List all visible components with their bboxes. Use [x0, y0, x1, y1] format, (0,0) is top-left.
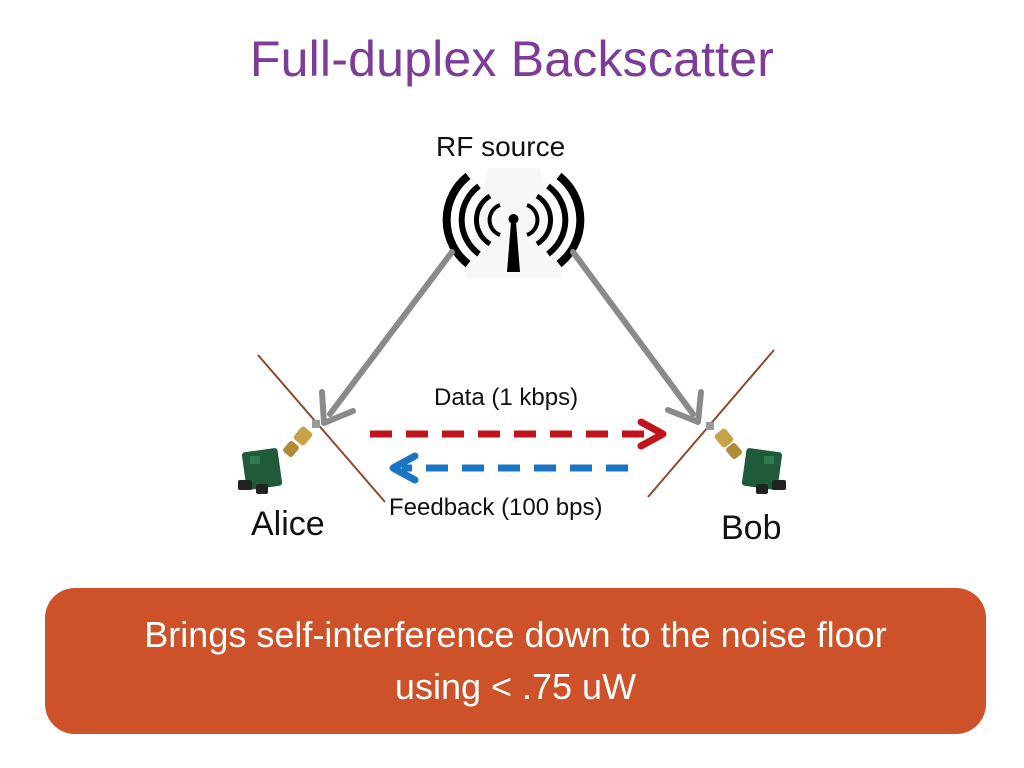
summary-text: Brings self-interference down to the noi…: [124, 609, 906, 713]
summary-line-2: using < .75 uW: [394, 666, 637, 707]
feedback-label: Feedback (100 bps): [389, 494, 603, 521]
antenna-icon: [442, 168, 585, 278]
data-label: Data (1 kbps): [434, 384, 579, 411]
slide-title: Full-duplex Backscatter: [249, 31, 775, 87]
feedback-arrow: [389, 452, 628, 484]
alice-label: Alice: [251, 505, 325, 543]
incident-arrow-to-alice: [319, 249, 455, 426]
bob-device: [647, 349, 786, 498]
alice-device: [238, 354, 386, 503]
bob-label: Bob: [721, 509, 782, 547]
summary-line-1: Brings self-interference down to the noi…: [144, 614, 887, 655]
summary-banner: Brings self-interference down to the noi…: [45, 588, 986, 734]
device-board-icon: [238, 420, 320, 494]
alice-antenna-wire: [257, 354, 386, 503]
device-board-icon: [706, 422, 786, 494]
incident-arrow-to-bob: [570, 249, 704, 425]
data-arrow: [370, 418, 667, 450]
rf-source-label: RF source: [436, 131, 566, 162]
